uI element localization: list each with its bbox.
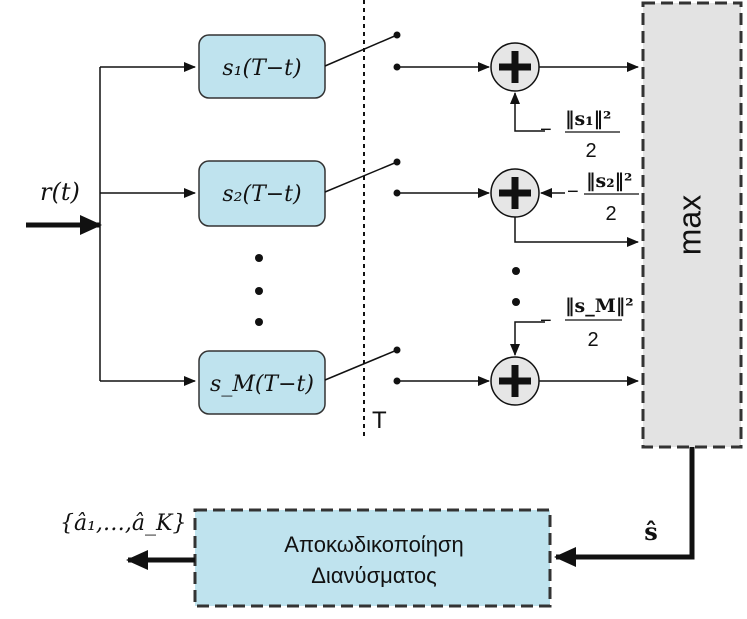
switch-contact: [393, 346, 401, 354]
bias-arrow-1: [510, 92, 545, 132]
sample-label: T: [372, 407, 387, 434]
adder-m: [490, 356, 540, 406]
adder-1: [490, 42, 540, 92]
s-hat-label: ŝ: [644, 517, 658, 546]
switch-contact: [393, 158, 401, 166]
switch-contact: [393, 31, 401, 39]
ellipsis-dot: [512, 298, 520, 306]
bias-norm-1: ‖s₁‖²: [565, 108, 611, 130]
bias-denom-2: 2: [605, 203, 616, 225]
filter-box-m: [198, 350, 326, 415]
bias-minus-1: −: [540, 119, 552, 141]
filter-box-2: [198, 160, 326, 227]
ellipsis-dot: [255, 254, 263, 262]
max-block: [641, 1, 743, 449]
output-label: {â₁,…,â_K}: [60, 511, 186, 536]
adder-2: [490, 168, 540, 218]
ellipsis-dot: [255, 287, 263, 295]
decoder-line-1: Αποκωδικοποίηση: [284, 532, 464, 557]
decoder-block: [193, 508, 552, 608]
ellipsis-dot: [255, 318, 263, 326]
ellipsis-dot: [512, 267, 520, 275]
max-label: max: [671, 195, 707, 255]
bias-arrow-m: [510, 321, 545, 356]
bias-denom-1: 2: [585, 140, 596, 162]
filter-label-1: s₁(T−t): [222, 56, 301, 81]
s-hat-arrow: [554, 447, 695, 567]
input-label: r(t): [40, 178, 80, 206]
bias-minus-2: −: [567, 181, 579, 203]
switch-arm-m: [324, 349, 398, 381]
decoder-line-2: Διανύσματος: [311, 563, 437, 588]
filter-label-m: s_M(T−t): [210, 372, 314, 397]
switch-arm-1: [324, 34, 398, 67]
filter-box-1: [198, 34, 326, 99]
bias-norm-2: ‖s₂‖²: [586, 170, 632, 192]
bias-minus-m: −: [540, 310, 552, 332]
adder-2-output: [514, 217, 639, 247]
bias-norm-m: ‖s_M‖²: [565, 295, 634, 317]
filter-label-2: s₂(T−t): [222, 182, 301, 207]
switch-arm-2: [324, 161, 398, 193]
bias-denom-m: 2: [587, 329, 598, 351]
